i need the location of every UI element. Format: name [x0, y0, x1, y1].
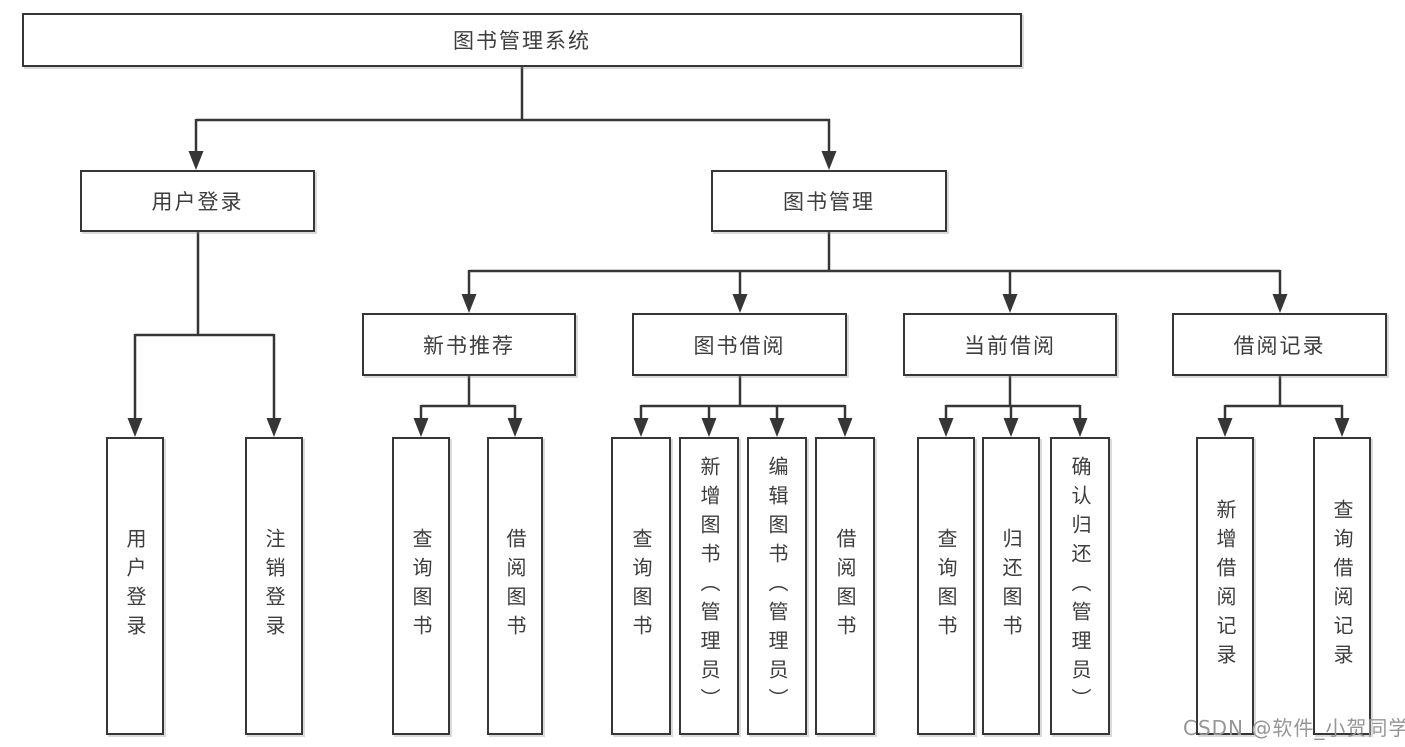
- leaf-add-borrow-record: 新增借阅记录: [1196, 437, 1254, 735]
- arrowheads: [127, 151, 1350, 437]
- node-book-management-system: 图书管理系统: [22, 13, 1022, 67]
- node-label: 借阅记录: [1233, 333, 1326, 358]
- leaf-query-books-newbooks: 查询图书: [392, 437, 450, 735]
- leaf-return-books: 归还图书: [982, 437, 1040, 735]
- node-current-borrowing: 当前借阅: [903, 313, 1117, 376]
- node-book-management: 图书管理: [711, 170, 947, 232]
- leaf-confirm-return-admin: 确认归还（管理员）: [1050, 437, 1110, 735]
- watermark: CSDN @软件_小贺同学: [1183, 716, 1405, 740]
- leaf-query-books-current: 查询图书: [917, 437, 975, 735]
- leaf-label: 借阅图书: [833, 528, 857, 644]
- leaf-query-borrow-record: 查询借阅记录: [1313, 437, 1371, 735]
- leaf-label: 查询借阅记录: [1330, 499, 1354, 673]
- node-user-login: 用户登录: [80, 170, 315, 232]
- leaf-label: 归还图书: [999, 528, 1023, 644]
- leaf-label: 确认归还（管理员）: [1068, 455, 1092, 717]
- node-label: 图书管理: [783, 190, 875, 214]
- node-label: 用户登录: [151, 190, 244, 214]
- leaf-logout: 注销登录: [245, 437, 303, 735]
- leaf-label: 新增图书（管理员）: [697, 455, 721, 717]
- node-label: 新书推荐: [423, 333, 515, 358]
- leaf-label: 新增借阅记录: [1213, 499, 1237, 673]
- leaf-label: 用户登录: [123, 528, 147, 644]
- node-new-book-recommendation: 新书推荐: [362, 313, 576, 376]
- leaf-label: 编辑图书（管理员）: [765, 455, 789, 717]
- leaf-label: 注销登录: [262, 528, 286, 644]
- leaf-borrow-books-newbooks: 借阅图书: [487, 437, 543, 735]
- leaf-label: 借阅图书: [503, 528, 527, 644]
- leaf-edit-books-admin: 编辑图书（管理员）: [747, 437, 807, 735]
- leaf-query-books-borrowing: 查询图书: [611, 437, 671, 735]
- leaf-user-login: 用户登录: [106, 437, 164, 735]
- node-borrowing-records: 借阅记录: [1172, 313, 1387, 376]
- leaf-label: 查询图书: [934, 528, 958, 644]
- leaf-label: 查询图书: [409, 528, 433, 644]
- leaf-label: 查询图书: [629, 528, 653, 644]
- leaf-borrow-books-borrowing: 借阅图书: [815, 437, 875, 735]
- node-label: 图书管理系统: [453, 29, 591, 53]
- node-label: 图书借阅: [693, 333, 786, 358]
- leaf-add-books-admin: 新增图书（管理员）: [679, 437, 739, 735]
- node-book-borrowing: 图书借阅: [632, 313, 847, 376]
- node-label: 当前借阅: [964, 333, 1056, 358]
